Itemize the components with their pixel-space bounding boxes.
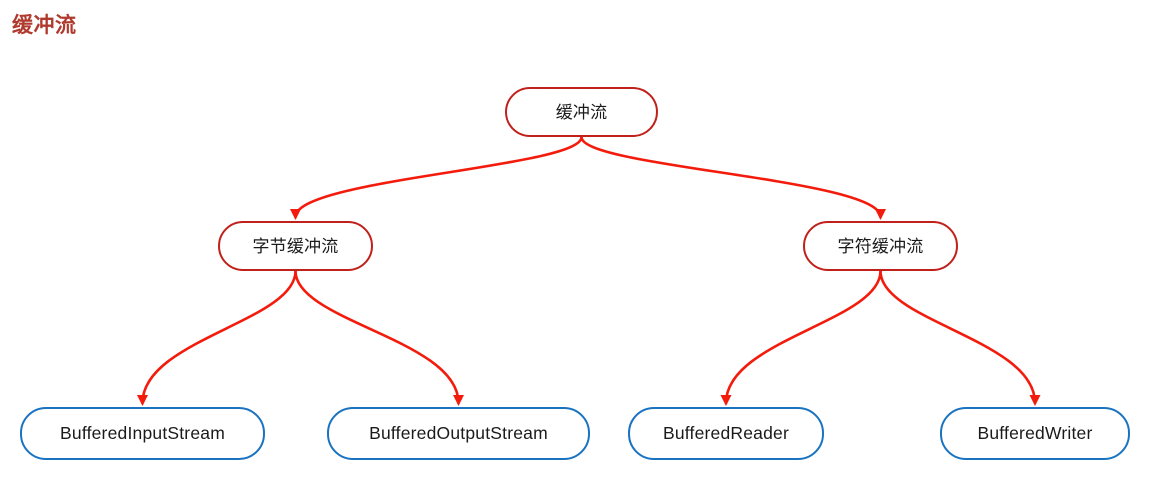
arrow-head-icon — [720, 395, 732, 406]
node-root[interactable]: 缓冲流 — [505, 87, 658, 137]
node-label: 字符缓冲流 — [837, 236, 924, 256]
node-byte[interactable]: 字节缓冲流 — [218, 221, 373, 271]
connector-root-to-char — [580, 135, 882, 219]
node-bos[interactable]: BufferedOutputStream — [327, 407, 590, 460]
connector-char-to-br — [724, 269, 882, 405]
node-bis[interactable]: BufferedInputStream — [20, 407, 265, 460]
node-label: BufferedReader — [662, 422, 790, 443]
page-title: 缓冲流 — [12, 14, 77, 37]
arrow-head-icon — [137, 395, 148, 406]
node-label: BufferedWriter — [977, 422, 1093, 443]
arrow-head-icon — [453, 395, 464, 406]
node-br[interactable]: BufferedReader — [628, 407, 824, 460]
arrow-head-icon — [1029, 395, 1041, 406]
connector-char-to-bw — [879, 269, 1037, 405]
connector-byte-to-bis — [141, 269, 297, 405]
connector-root-to-byte — [294, 135, 583, 219]
node-bw[interactable]: BufferedWriter — [940, 407, 1130, 460]
arrow-head-icon — [875, 209, 886, 220]
node-label: BufferedInputStream — [60, 422, 225, 443]
arrow-head-icon — [290, 209, 301, 220]
connector-byte-to-bos — [294, 269, 460, 405]
node-label: 字节缓冲流 — [252, 236, 339, 256]
node-label: BufferedOutputStream — [369, 422, 548, 443]
node-label: 缓冲流 — [555, 102, 608, 122]
node-char[interactable]: 字符缓冲流 — [803, 221, 958, 271]
